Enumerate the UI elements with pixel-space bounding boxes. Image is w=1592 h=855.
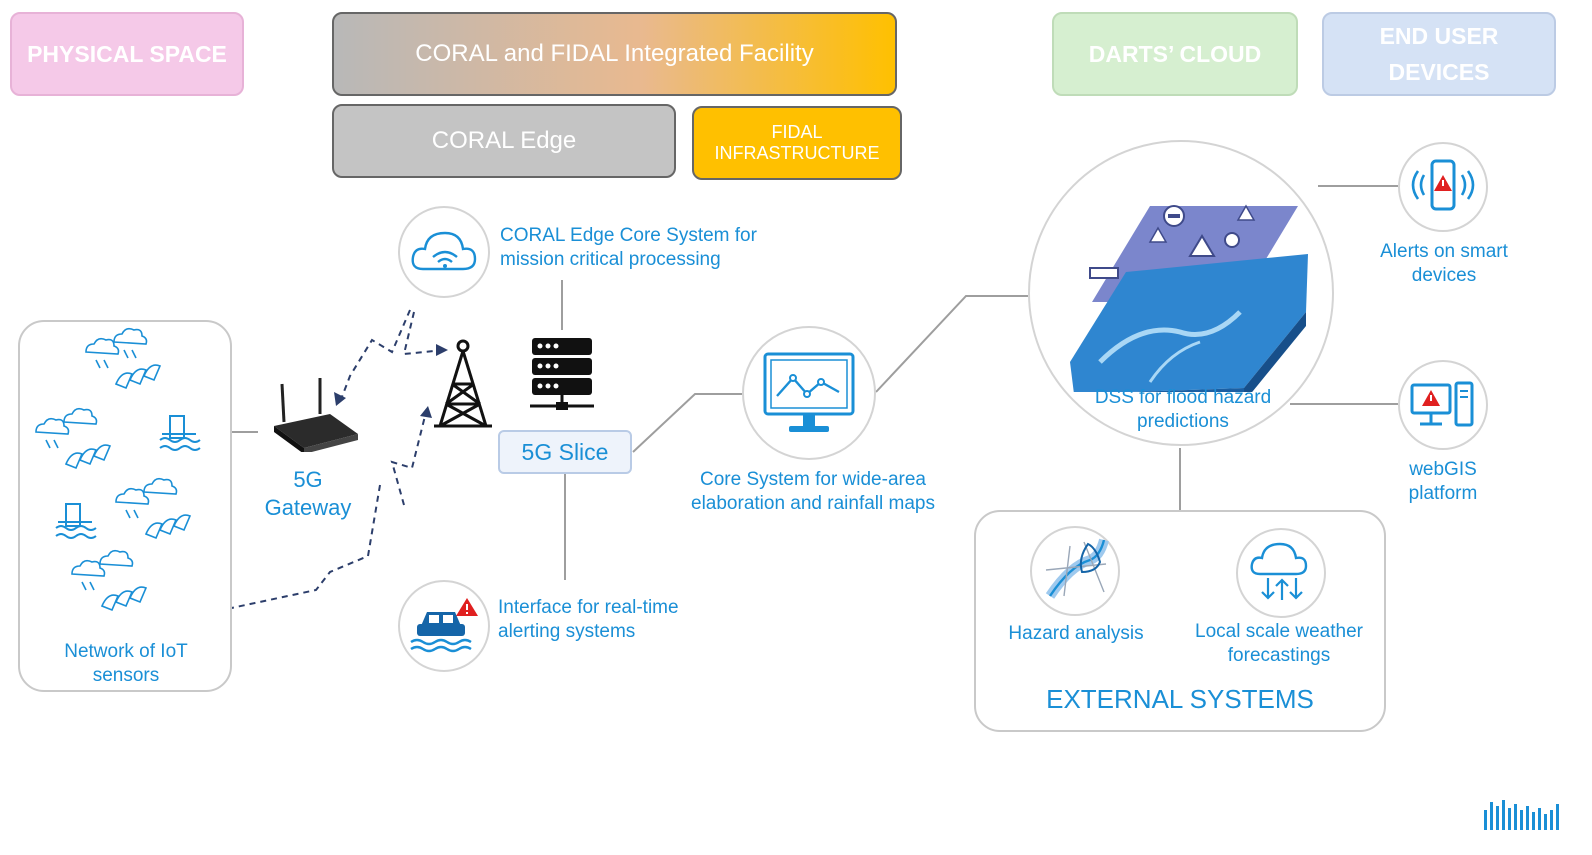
core-system-circle [742, 326, 876, 460]
logo-bars-icon [1484, 800, 1559, 830]
physical-space-label: PHYSICAL SPACE [27, 40, 227, 67]
water-level-sensor-icon [55, 503, 97, 539]
gateway-sensors-link [221, 484, 381, 611]
external-systems-title: EXTERNAL SYSTEMS [1046, 684, 1314, 714]
webgis-label: webGIS platform [1408, 459, 1478, 504]
rain-sensor-icon [115, 477, 192, 540]
cell-tower-icon [434, 339, 492, 428]
integrated-facility-label: CORAL and FIDAL Integrated Facility [415, 40, 814, 67]
smartphone-alert-icon [1411, 159, 1475, 211]
core-system-label: Core System for wide-area elaboration an… [691, 469, 935, 514]
dss-label: DSS for flood hazard predictions [1094, 387, 1272, 432]
slice-label: 5G Slice [521, 438, 609, 465]
alerting-circle [398, 580, 490, 672]
edge-cloud-circle [398, 206, 490, 298]
webgis-circle [1398, 360, 1488, 450]
integrated-facility-header: CORAL and FIDAL Integrated Facility [332, 12, 897, 96]
slice-box: 5G Slice [498, 430, 632, 474]
server-icon [530, 338, 594, 410]
slice-core-line [632, 393, 742, 453]
end-user-devices-header: END USER DEVICES [1322, 12, 1556, 96]
alerts-label: Alerts on smart devices [1380, 241, 1508, 286]
darts-cloud-header: DARTS’ CLOUD [1052, 12, 1298, 96]
flooded-car-icon [410, 598, 478, 653]
dss-circle: DSS for flood hazard predictions [1028, 140, 1334, 446]
sensor-icons [35, 327, 201, 612]
coral-edge-header: CORAL Edge [332, 104, 676, 178]
alerting-interface-label: Interface for real-time alerting systems [498, 597, 679, 642]
water-level-sensor-icon [159, 415, 201, 451]
rain-sensor-icon [85, 327, 162, 390]
weather-cloud-icon [1250, 542, 1308, 600]
iot-network-label: Network of IoT sensors [64, 641, 188, 686]
rain-sensor-icon [71, 549, 148, 612]
external-systems-panel: Hazard analysis Local scale weather fore… [974, 510, 1386, 732]
wifi-cloud-icon [411, 231, 477, 271]
physical-space-header: PHYSICAL SPACE [10, 12, 244, 96]
iot-sensors-panel: Network of IoT sensors [18, 320, 232, 692]
core-dss-line [875, 295, 1028, 393]
darts-cloud-label: DARTS’ CLOUD [1088, 40, 1262, 67]
end-user-devices-label: END USER DEVICES [1379, 23, 1499, 85]
weather-circle [1236, 528, 1326, 618]
flood-map-icon [1070, 204, 1308, 392]
gateway-tower-link [390, 411, 427, 506]
hazard-map-icon [1045, 538, 1109, 599]
fidal-infrastructure-header: FIDAL INFRASTRUCTURE [692, 106, 902, 180]
coral-edge-label: CORAL Edge [431, 127, 577, 154]
cloud-tower-link [402, 311, 445, 356]
hazard-analysis-label: Hazard analysis [1008, 623, 1144, 644]
fidal-infrastructure-label: FIDAL INFRASTRUCTURE [714, 122, 880, 163]
rain-sensor-icon [35, 407, 112, 470]
gateway-cloud-link [339, 309, 411, 403]
hazard-analysis-circle [1030, 526, 1120, 616]
router-icon [274, 378, 358, 452]
monitor-chart-icon [763, 352, 855, 432]
computer-alert-icon [1410, 381, 1474, 427]
alerts-circle [1398, 142, 1488, 232]
edge-core-label: CORAL Edge Core System for mission criti… [500, 225, 757, 270]
weather-label: Local scale weather forecastings [1195, 621, 1363, 666]
gateway-label: 5G Gateway [264, 467, 352, 520]
